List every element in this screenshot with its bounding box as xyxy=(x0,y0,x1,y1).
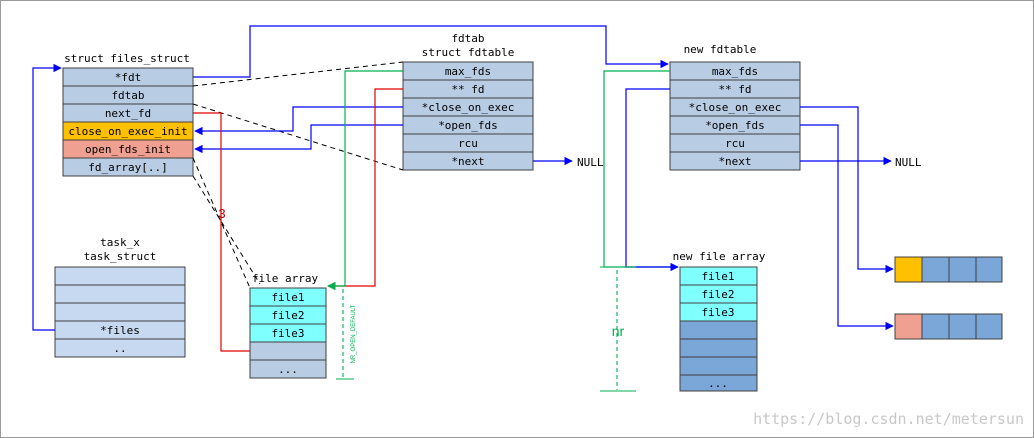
new-file-array-box: file1 file2 file3 ... xyxy=(679,266,758,392)
max-fds-line xyxy=(327,70,403,291)
fs-field: open_fds_init xyxy=(85,143,171,156)
fd-pointer-arrow xyxy=(327,88,403,291)
fdt-field: ** fd xyxy=(451,83,484,96)
bitmap-cell xyxy=(921,256,950,283)
files-struct-cell xyxy=(62,157,194,177)
fdt-field: *next xyxy=(451,155,484,168)
fdtable-box: max_fds ** fd *close_on_exec *open_fds r… xyxy=(402,61,534,171)
nfdt-field: rcu xyxy=(725,137,745,150)
nfdt-field: *close_on_exec xyxy=(689,101,782,114)
new-file-array-cell xyxy=(679,374,758,392)
nfdt-field: max_fds xyxy=(712,65,758,78)
new-max-fds-line xyxy=(603,70,678,268)
nr-open-default-label: NR_OPEN_DEFAULT xyxy=(351,304,357,363)
file-array-box: file1 file2 file3 ... xyxy=(249,287,327,379)
fdt-field: *open_fds xyxy=(438,119,498,132)
new-file-array-cell xyxy=(679,338,758,358)
next-fd-value: 3 xyxy=(218,206,225,221)
task-struct-box: *files .. xyxy=(54,266,186,358)
fd-array-expand-line xyxy=(192,175,261,285)
fs-field: next_fd xyxy=(105,107,151,120)
fa-field: file2 xyxy=(271,309,304,322)
nfa-field: file1 xyxy=(701,270,734,283)
bitmap-cell xyxy=(948,256,977,283)
fdtable-title: struct fdtable xyxy=(422,46,515,59)
fs-field: *fdt xyxy=(115,71,142,84)
null-label-1: NULL xyxy=(577,156,604,169)
bitmap-cell xyxy=(975,256,1003,283)
fd-array-expand-line xyxy=(192,157,251,289)
task-field: .. xyxy=(113,342,126,355)
files-struct-box: *fdt fdtab next_fd close_on_exec_init op… xyxy=(62,67,194,177)
nfdt-field: *next xyxy=(718,155,751,168)
file-array-cell xyxy=(249,359,327,379)
nfa-field: file3 xyxy=(701,306,734,319)
open-fds-arrow xyxy=(194,124,403,154)
fs-field: fdtab xyxy=(111,89,144,102)
fdtab-expand-line xyxy=(192,61,404,87)
watermark: https://blog.csdn.net/metersun xyxy=(753,410,1024,428)
fs-field: close_on_exec_init xyxy=(68,125,187,138)
bitmap-cell xyxy=(948,313,977,340)
new-open-fds-arrow xyxy=(800,124,894,331)
files-pointer-arrow xyxy=(32,63,62,331)
nfdt-field: ** fd xyxy=(718,83,751,96)
fa-field: file1 xyxy=(271,291,304,304)
close-on-exec-arrow xyxy=(194,106,403,136)
nfdt-field: *open_fds xyxy=(705,119,765,132)
nfa-field: file2 xyxy=(701,288,734,301)
new-fdtable-title: new fdtable xyxy=(684,43,757,56)
task-struct-title: task_struct xyxy=(84,250,157,263)
new-fdtable-box: max_fds ** fd *close_on_exec *open_fds r… xyxy=(669,61,801,171)
file-array-cell xyxy=(249,341,327,361)
task-cell xyxy=(54,302,186,322)
fdt-to-new-fdtable-arrow xyxy=(193,25,669,78)
new-close-on-exec-arrow xyxy=(800,106,894,274)
task-x-title: task_x xyxy=(100,236,140,249)
files-struct-title: struct files_struct xyxy=(64,52,190,65)
fdtab-title: fdtab xyxy=(451,32,484,45)
fdt-field: max_fds xyxy=(445,65,491,78)
new-file-array-title: new file array xyxy=(673,250,766,263)
close-on-exec-bitmap xyxy=(894,256,1003,283)
fa-field: file3 xyxy=(271,327,304,340)
task-cell xyxy=(54,266,186,286)
fs-field: fd_array[..] xyxy=(88,161,167,174)
task-field: *files xyxy=(100,324,140,337)
fdtab-expand-line xyxy=(192,103,404,171)
fdt-field: *close_on_exec xyxy=(422,101,515,114)
file-array-title: file array xyxy=(252,272,319,285)
bitmap-cell xyxy=(894,313,923,340)
bitmap-cell xyxy=(975,313,1003,340)
bitmap-cell xyxy=(921,313,950,340)
bitmap-cell xyxy=(894,256,923,283)
null-label-2: NULL xyxy=(895,156,922,169)
next-fd-line xyxy=(193,112,250,352)
open-fds-bitmap xyxy=(894,313,1003,340)
task-cell xyxy=(54,284,186,304)
new-fd-pointer-arrow xyxy=(625,88,679,272)
task-cell xyxy=(54,338,186,358)
nfa-field: ... xyxy=(708,377,728,390)
new-file-array-cell xyxy=(679,356,758,376)
new-file-array-cell xyxy=(679,320,758,340)
fdt-field: rcu xyxy=(458,137,478,150)
nr-label: nr xyxy=(612,323,625,339)
fa-field: ... xyxy=(278,363,298,376)
